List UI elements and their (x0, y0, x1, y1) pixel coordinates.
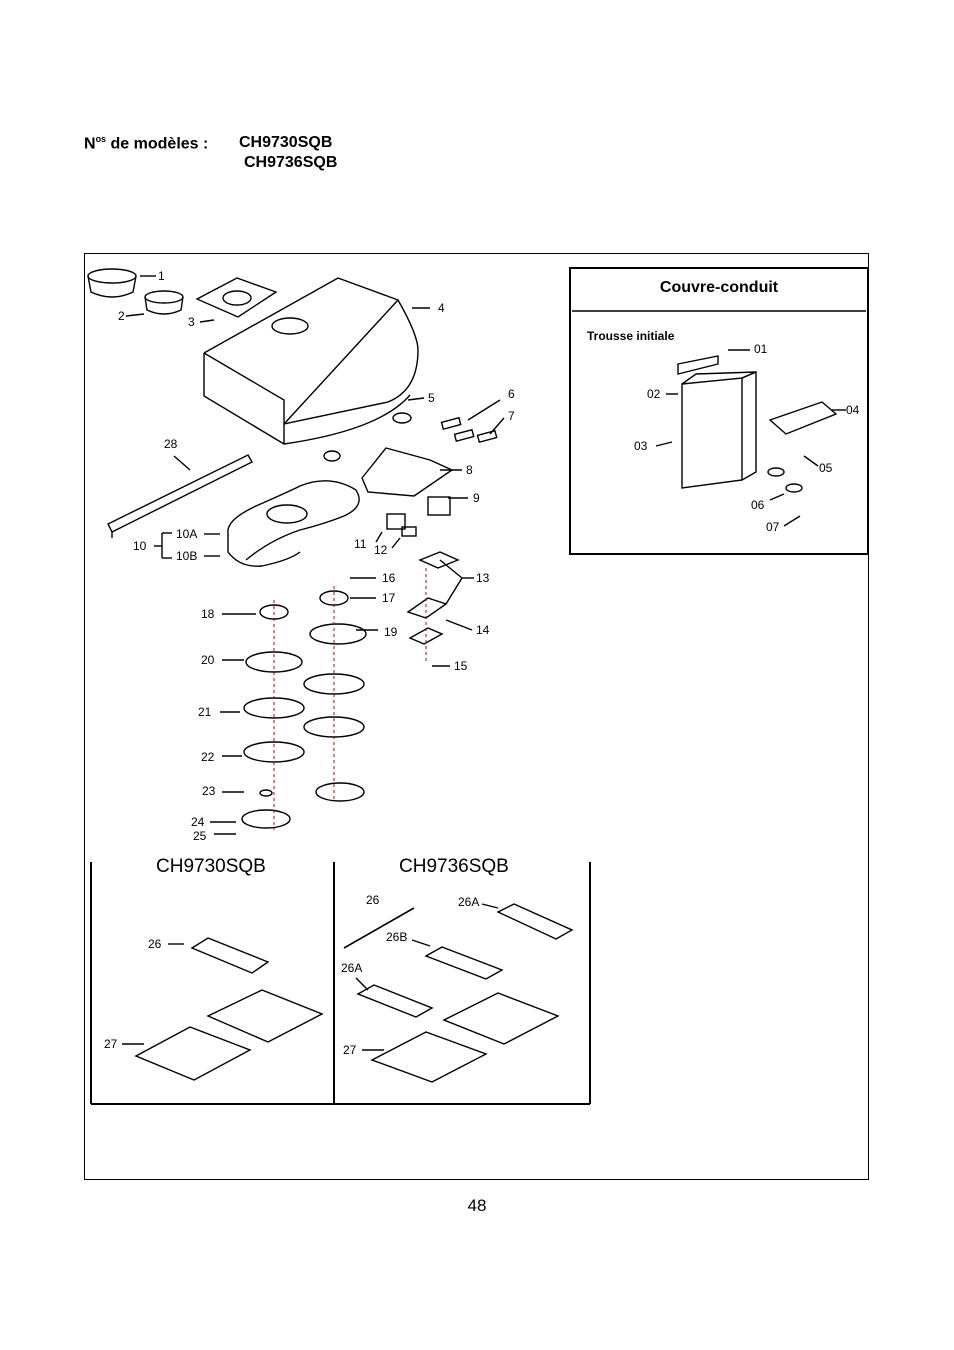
filter-right-callout-27: 27 (343, 1043, 357, 1057)
callout-11: 11 (354, 537, 367, 551)
filter-right-callout-26a-bottom: 26A (341, 961, 362, 975)
cover-box-subtitle: Trousse initiale (587, 329, 675, 343)
filter-left-callout-26: 26 (148, 937, 162, 951)
cover-callout-01: 01 (754, 342, 768, 356)
callout-2: 2 (118, 309, 125, 323)
callout-25: 25 (193, 829, 207, 843)
callout-18: 18 (201, 607, 215, 621)
callout-16: 16 (382, 571, 396, 585)
filter-right-callout-26b: 26B (386, 930, 407, 944)
callout-7: 7 (508, 409, 515, 423)
callout-6: 6 (508, 387, 515, 401)
callout-17: 17 (382, 591, 396, 605)
cover-callout-02: 02 (647, 387, 661, 401)
parts-diagram-frame (84, 253, 869, 1180)
callout-8: 8 (466, 463, 473, 477)
callout-22: 22 (201, 750, 215, 764)
model-number-2: CH9736SQB (244, 154, 338, 171)
callout-14: 14 (476, 623, 490, 637)
filter-model-left: CH9730SQB (156, 856, 266, 877)
model-label: Nos de modèles : (84, 134, 208, 153)
cover-callout-07: 07 (766, 520, 780, 534)
callout-9: 9 (473, 491, 480, 505)
callout-21: 21 (198, 705, 212, 719)
callout-23: 23 (202, 784, 216, 798)
cover-callout-04: 04 (846, 403, 860, 417)
callout-12: 12 (374, 543, 388, 557)
callout-1: 1 (158, 269, 165, 283)
filter-model-right: CH9736SQB (399, 856, 509, 877)
callout-10a: 10A (176, 527, 197, 541)
filter-left-callout-27: 27 (104, 1037, 118, 1051)
cover-callout-03: 03 (634, 439, 648, 453)
model-prefix: N (84, 135, 96, 153)
callout-19: 19 (384, 625, 398, 639)
callout-20: 20 (201, 653, 215, 667)
model-number-1: CH9730SQB (239, 134, 333, 151)
callout-4: 4 (438, 301, 445, 315)
callout-13: 13 (476, 571, 490, 585)
callout-15: 15 (454, 659, 468, 673)
callout-5: 5 (428, 391, 435, 405)
cover-callout-06: 06 (751, 498, 765, 512)
cover-callout-05: 05 (819, 461, 833, 475)
callout-24: 24 (191, 815, 205, 829)
filter-right-callout-26a-top: 26A (458, 895, 479, 909)
filter-right-callout-26: 26 (366, 893, 380, 907)
model-label-text: de modèles : (106, 135, 209, 153)
page-number: 48 (467, 1196, 487, 1215)
model-prefix-sup: os (95, 134, 107, 144)
callout-28: 28 (164, 437, 178, 451)
callout-10b: 10B (176, 549, 197, 563)
callout-10: 10 (133, 539, 147, 553)
callout-3: 3 (188, 315, 195, 329)
cover-box-title: Couvre-conduit (660, 279, 779, 296)
